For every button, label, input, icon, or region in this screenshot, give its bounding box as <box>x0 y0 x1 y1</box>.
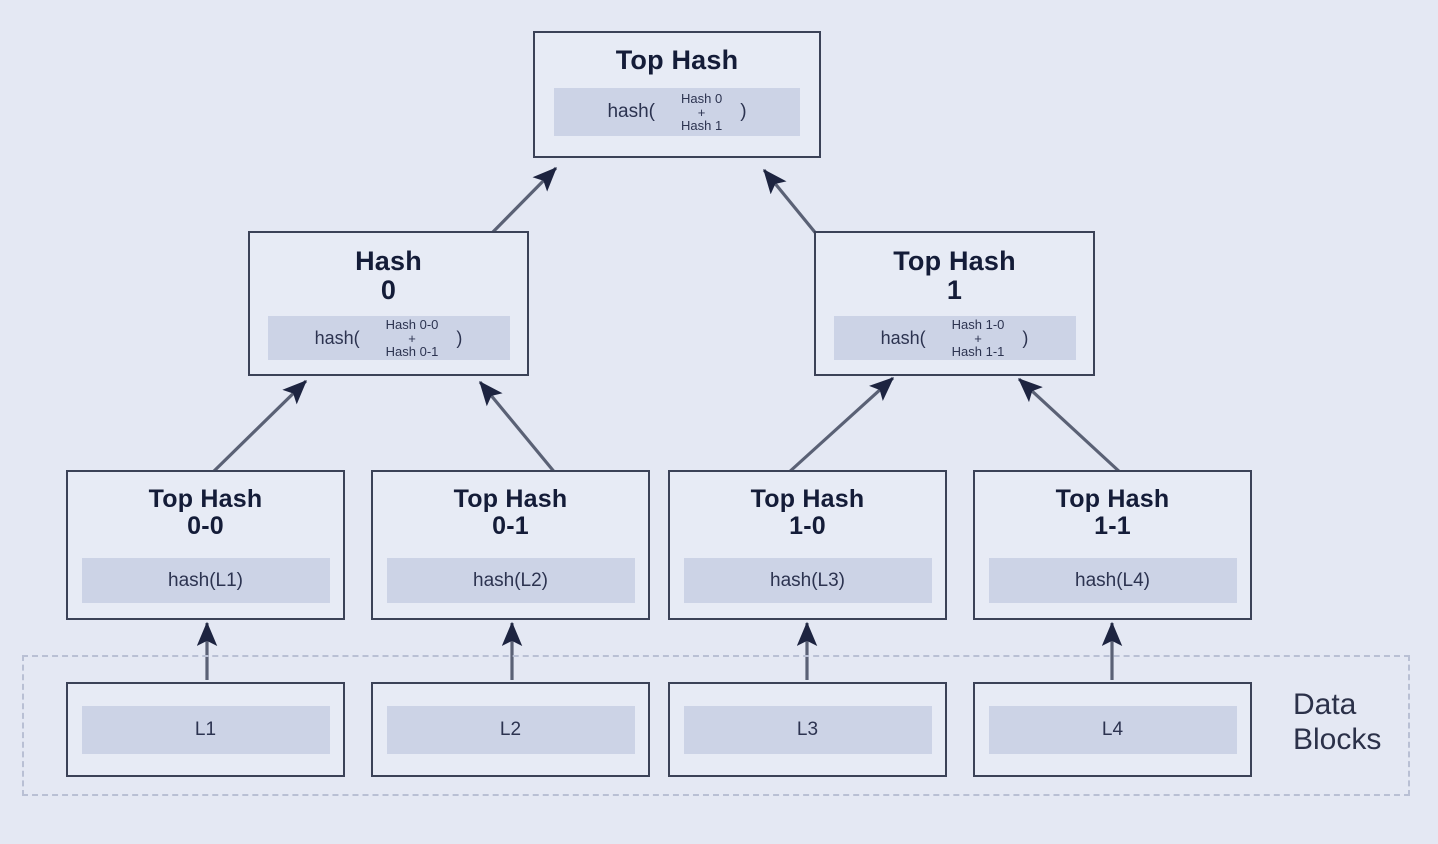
formula-plus: + <box>697 104 706 120</box>
formula-plus: + <box>974 330 982 346</box>
data-block-l2-label: L2 <box>386 705 635 754</box>
node-hash-0-0-title: Top Hash 0-0 <box>149 486 263 540</box>
data-block-l4[interactable]: L4 <box>973 682 1252 777</box>
data-block-l1[interactable]: L1 <box>66 682 345 777</box>
node-hash-0-0[interactable]: Top Hash 0-0 hash(L1) <box>66 470 345 620</box>
formula-arg1: Hash 0 <box>681 91 723 107</box>
formula-arg2: Hash 0-1 <box>385 343 439 359</box>
data-blocks-label-line2: Blocks <box>1293 722 1382 756</box>
arrow-hash00-to-hash0 <box>209 379 308 476</box>
data-block-l4-label: L4 <box>988 705 1237 754</box>
node-hash-0-title: Hash 0 <box>355 246 422 306</box>
data-block-l3-label: L3 <box>683 705 932 754</box>
node-hash-0-title-line1: Hash <box>355 246 422 276</box>
node-hash-0-title-line2: 0 <box>380 275 397 306</box>
node-hash-0-0-title-line2: 0-0 <box>187 512 224 540</box>
node-hash-1-formula: hash( Hash 1-0 + Hash 1-1 ) <box>833 316 1076 361</box>
formula-close: ) <box>1022 327 1029 348</box>
data-blocks-group <box>22 655 1410 796</box>
formula-open: hash( <box>880 327 926 348</box>
data-blocks-label: Data Blocks <box>1293 688 1418 758</box>
data-blocks-label-line1: Data <box>1293 688 1357 721</box>
node-hash-1[interactable]: Top Hash 1 hash( Hash 1-0 + Hash 1-1 ) <box>814 231 1095 376</box>
node-hash-0-1-title: Top Hash 0-1 <box>454 486 568 540</box>
node-hash-0[interactable]: Hash 0 hash( Hash 0-0 + Hash 0-1 ) <box>248 231 529 376</box>
node-top-hash-formula: hash( Hash 0 + Hash 1 ) <box>554 88 800 137</box>
formula-arg1: Hash 1-0 <box>951 317 1005 333</box>
node-hash-1-0-formula: hash(L3) <box>683 558 932 603</box>
node-hash-1-1-formula: hash(L4) <box>988 558 1237 603</box>
node-hash-1-title-line1: Top Hash <box>893 246 1016 276</box>
node-hash-0-0-title-line1: Top Hash <box>148 485 263 513</box>
node-hash-1-title-line2: 1 <box>946 275 963 306</box>
arrow-hash01-to-hash0 <box>478 380 558 476</box>
node-hash-0-1-title-line2: 0-1 <box>492 512 529 540</box>
arrow-hash11-to-hash1 <box>1017 377 1124 476</box>
node-hash-0-1-formula: hash(L2) <box>386 558 635 603</box>
node-hash-1-1-title-line1: Top Hash <box>1055 485 1170 513</box>
arrow-hash10-to-hash1 <box>785 376 895 476</box>
formula-arg1: Hash 0-0 <box>385 317 439 333</box>
formula-plus: + <box>408 330 416 346</box>
arrow-hash0-to-root <box>487 166 558 238</box>
formula-close: ) <box>456 327 463 348</box>
arrow-hash1-to-root <box>762 168 820 238</box>
formula-open: hash( <box>607 101 655 123</box>
node-hash-0-1-title-line1: Top Hash <box>453 485 568 513</box>
node-hash-1-0-title-line2: 1-0 <box>789 512 826 540</box>
formula-open: hash( <box>314 327 360 348</box>
data-block-l3[interactable]: L3 <box>668 682 947 777</box>
formula-arg2: Hash 1-1 <box>951 343 1005 359</box>
node-top-hash[interactable]: Top Hash hash( Hash 0 + Hash 1 ) <box>533 31 821 158</box>
node-top-hash-title: Top Hash <box>615 45 739 75</box>
formula-close: ) <box>740 101 747 123</box>
node-hash-1-1-title-line2: 1-1 <box>1094 512 1131 540</box>
node-hash-0-1[interactable]: Top Hash 0-1 hash(L2) <box>371 470 650 620</box>
node-hash-1-1-title: Top Hash 1-1 <box>1056 486 1170 540</box>
formula-arg2: Hash 1 <box>681 117 723 133</box>
node-hash-1-0[interactable]: Top Hash 1-0 hash(L3) <box>668 470 947 620</box>
node-hash-1-title: Top Hash 1 <box>893 246 1016 306</box>
node-hash-0-0-formula: hash(L1) <box>81 558 330 603</box>
node-hash-1-1[interactable]: Top Hash 1-1 hash(L4) <box>973 470 1252 620</box>
node-hash-1-0-title: Top Hash 1-0 <box>751 486 865 540</box>
node-hash-0-formula: hash( Hash 0-0 + Hash 0-1 ) <box>267 316 510 361</box>
data-block-l1-label: L1 <box>81 705 330 754</box>
data-block-l2[interactable]: L2 <box>371 682 650 777</box>
node-hash-1-0-title-line1: Top Hash <box>750 485 865 513</box>
